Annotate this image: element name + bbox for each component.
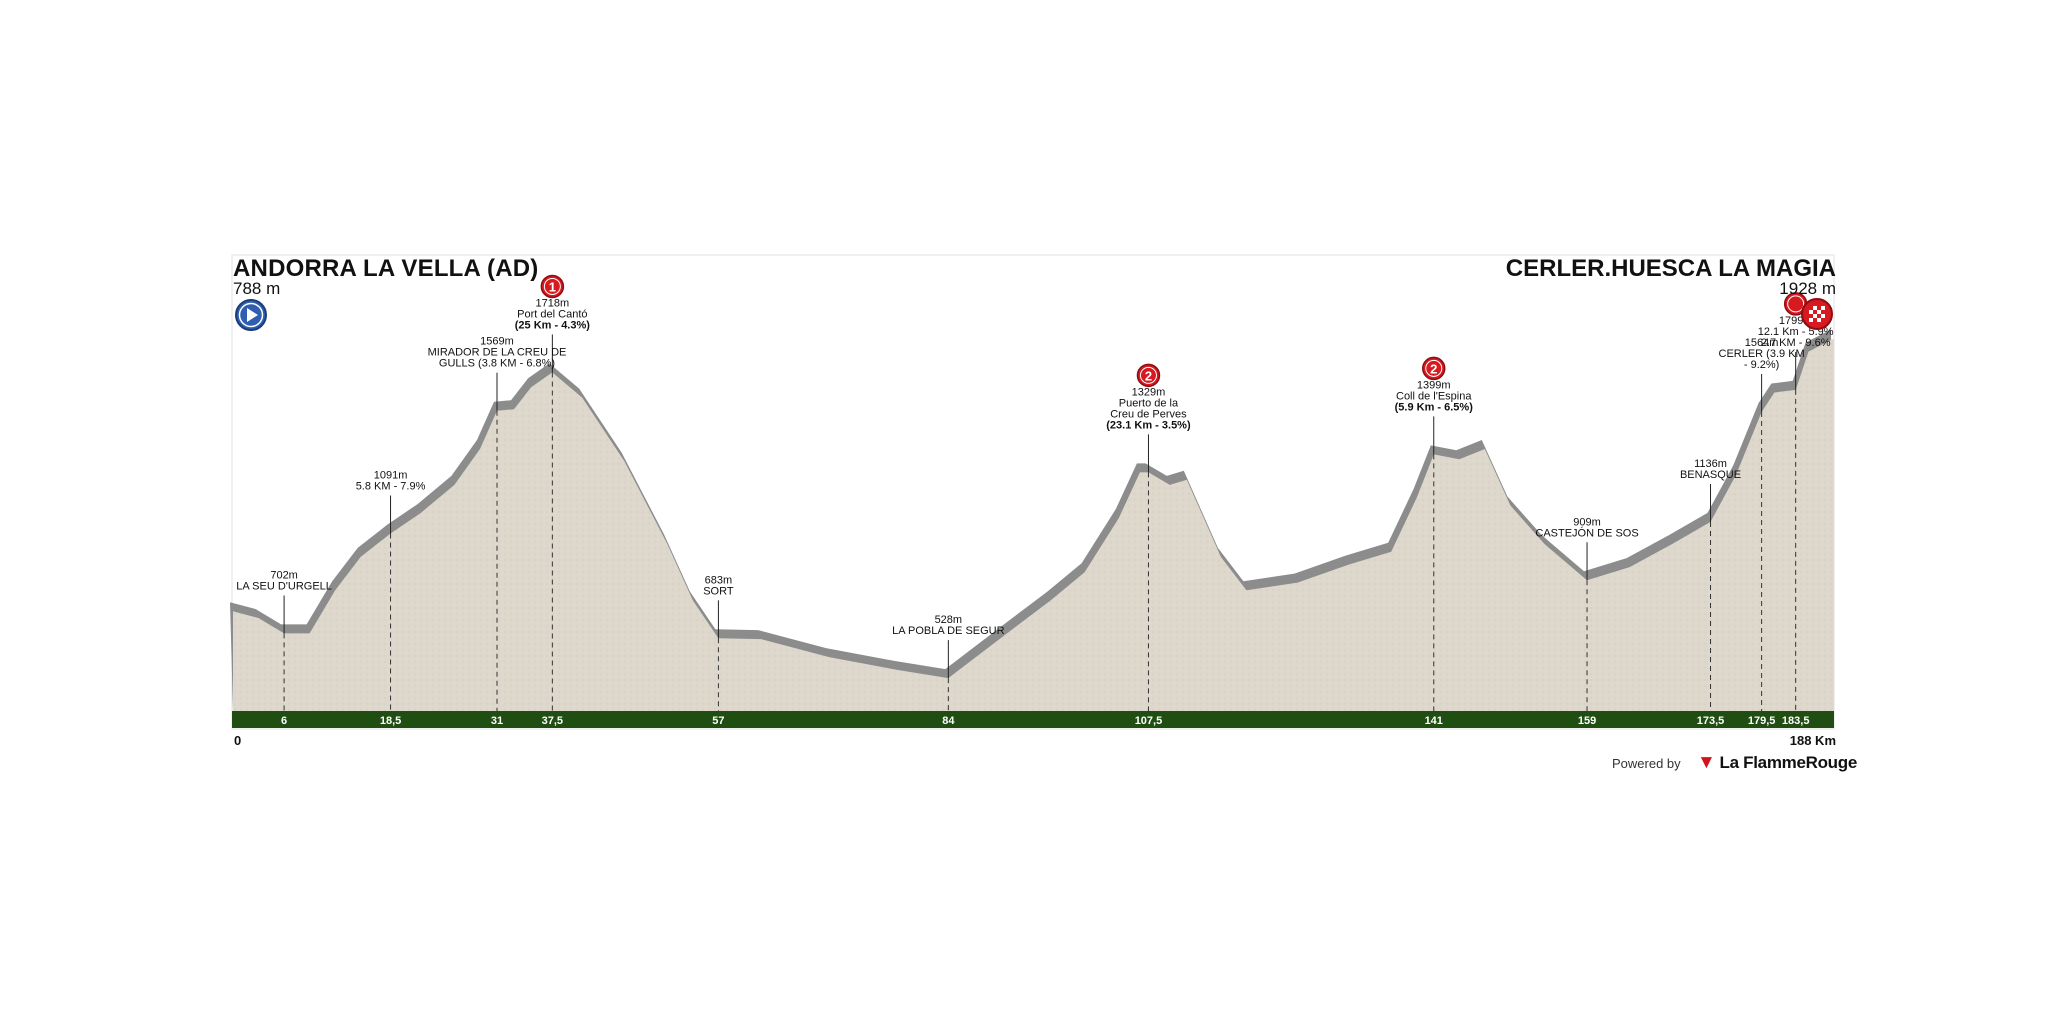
point-label-line: 1718m: [536, 297, 570, 309]
kom-category: 2: [1145, 368, 1152, 383]
point-label-line: 702m: [270, 569, 298, 581]
point-label-line: CERLER (3.9 KM: [1719, 348, 1805, 360]
finish-town: CERLER.HUESCA LA MAGIA: [1505, 255, 1836, 282]
point-label-line: 1329m: [1132, 386, 1166, 398]
point-label-line: - 9.2%): [1744, 359, 1779, 371]
point-label-line: (23.1 Km - 3.5%): [1106, 419, 1191, 431]
km-marker: 57: [712, 715, 724, 727]
point-label-line: 528m: [935, 614, 963, 626]
kom-badge-ring: [1139, 366, 1157, 384]
km-marker: 183,5: [1782, 715, 1810, 727]
axis-start-label: 0: [234, 733, 242, 748]
point-label-line: 1569m: [480, 336, 514, 348]
point-label-line: Puerto de la: [1119, 397, 1179, 409]
point-label-line: Creu de Perves: [1110, 408, 1187, 420]
point-label-line: 5.8 KM - 7.9%: [356, 480, 426, 492]
kom-badge: 2: [1422, 356, 1446, 381]
point-label-line: 1399m: [1417, 379, 1451, 391]
point-label-line: 1136m: [1694, 458, 1727, 470]
flamme-rouge-icon: ▼: [1697, 752, 1716, 773]
start-icon: [235, 299, 267, 331]
km-marker: 159: [1578, 715, 1596, 727]
point-label-line: Port del Cantó: [517, 308, 587, 320]
finish-altitude: 1928 m: [1779, 279, 1836, 298]
km-marker: 31: [491, 715, 503, 727]
brand-name: La FlammeRouge: [1719, 753, 1858, 772]
point-label-line: Coll de l'Espina: [1396, 390, 1472, 402]
point-label-line: 1564m: [1745, 337, 1779, 349]
point-label-line: LA POBLA DE SEGUR: [892, 625, 1005, 637]
kom-badges: 1 2 2: [540, 274, 1808, 388]
km-marker: 173,5: [1697, 715, 1725, 727]
kom-category: 2: [1430, 361, 1437, 376]
point-label-line: (5.9 Km - 6.5%): [1395, 401, 1474, 413]
km-marker: 37,5: [542, 715, 563, 727]
point-label-line: GULLS (3.8 KM - 6.8%): [439, 358, 555, 370]
point-label-line: BENASQUE: [1680, 469, 1741, 481]
axis-end-label: 188 Km: [1789, 733, 1836, 748]
kom-badge-ring: [1787, 295, 1805, 313]
point-label-line: (25 Km - 4.3%): [515, 319, 591, 331]
kom-badge-ring: [543, 277, 561, 295]
km-marker: 107,5: [1135, 715, 1163, 727]
point-label-line: SORT: [703, 585, 734, 597]
brand-logo: ▼ La FlammeRouge: [1697, 752, 1857, 774]
point-label-line: 1091m: [374, 469, 408, 481]
kom-badge-ring: [1425, 359, 1443, 377]
point-guides: [283, 334, 1797, 711]
km-markers: 6 18,5 31 37,5 57 84 107,5 141 159 173,5 179,5 183,…: [281, 715, 1809, 727]
kom-badge: 2: [1136, 363, 1161, 388]
kom-category: 1: [549, 279, 556, 294]
km-marker: 6: [281, 715, 287, 727]
point-label-line: MIRADOR DE LA CREU DE: [428, 347, 567, 359]
start-altitude: 788 m: [233, 279, 281, 298]
start-town: ANDORRA LA VELLA (AD): [233, 255, 539, 282]
point-label-line: CASTEJÓN DE SOS: [1535, 526, 1638, 539]
km-marker: 84: [942, 715, 955, 727]
km-marker: 141: [1425, 715, 1443, 727]
point-label-line: LA SEU D'URGELL: [236, 580, 332, 592]
finish-flag-icon: [1801, 298, 1833, 330]
km-bar: [232, 711, 1834, 728]
kom-badge: 1: [540, 274, 565, 299]
point-label-line: 683m: [705, 574, 733, 586]
km-marker: 18,5: [380, 715, 401, 727]
powered-by-text: Powered by: [1612, 756, 1681, 771]
point-label-line: 2.7 KM - 9.6%: [1761, 337, 1831, 349]
km-marker: 179,5: [1748, 715, 1776, 727]
point-label-line: 909m: [1573, 516, 1601, 528]
